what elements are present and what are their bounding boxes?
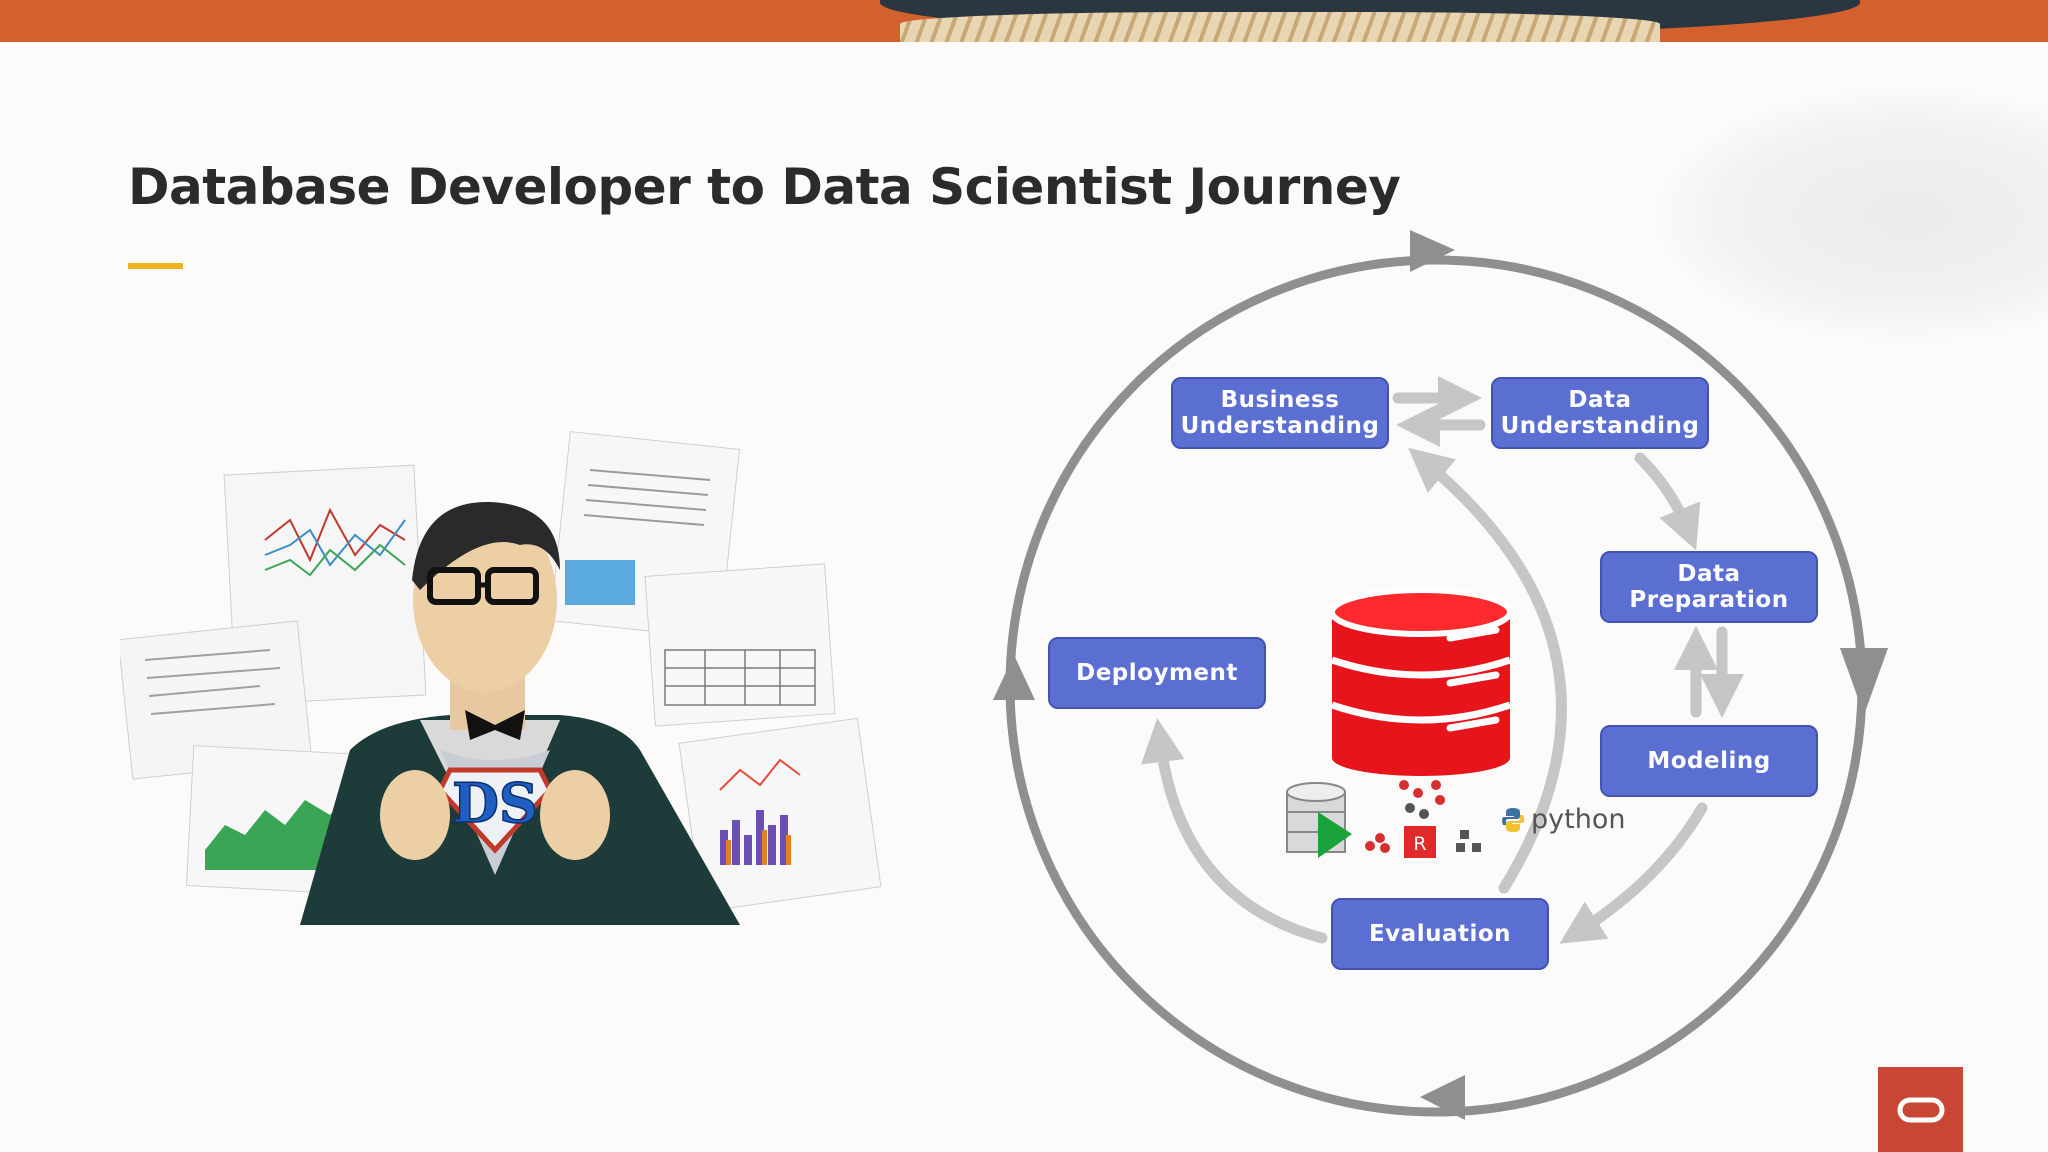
ring-arrow-left (993, 655, 1035, 700)
python-logo: python (1500, 804, 1625, 835)
step-modeling[interactable]: Modeling (1600, 725, 1818, 797)
flow-arrows (1140, 376, 1744, 944)
machine-learning-dots-icon (1365, 780, 1481, 853)
database-icon (1329, 587, 1513, 776)
sql-developer-icon (1286, 782, 1352, 858)
data-scientist-figure: DS (300, 501, 740, 925)
top-banner (0, 0, 2048, 42)
python-label: python (1531, 804, 1626, 835)
arrow-data-to-preparation (1634, 452, 1701, 551)
ring-arrow-right (1840, 648, 1888, 715)
paper-area-chart (185, 745, 365, 895)
oracle-logo-icon[interactable] (1878, 1067, 1963, 1152)
r-icon-letter: R (1413, 833, 1426, 855)
step-data-preparation[interactable]: Data Preparation (1600, 551, 1818, 623)
ring-arrow-bottom (1420, 1075, 1465, 1120)
step-business-understanding[interactable]: Business Understanding (1171, 377, 1389, 449)
background-texture (1648, 85, 2048, 345)
paper-bar-chart (678, 717, 882, 913)
oracle-ring-icon (1897, 1097, 1944, 1122)
step-deployment[interactable]: Deployment (1048, 637, 1266, 709)
paper-code-left (120, 620, 313, 780)
ring-arrow-top (1410, 230, 1455, 272)
r-icon: R (1404, 826, 1436, 858)
banner-texture-shape (900, 12, 1660, 42)
arrow-evaluation-to-business (1408, 447, 1567, 894)
arrow-modeling-to-evaluation (1559, 802, 1708, 944)
ring-arrowheads (993, 230, 1888, 1120)
ds-badge-letters: DS (452, 771, 538, 835)
data-scientist-illustration: DS (120, 431, 882, 925)
paper-table-right (644, 563, 836, 727)
python-icon (1502, 807, 1524, 832)
step-data-understanding[interactable]: Data Understanding (1491, 377, 1709, 449)
page-title: Database Developer to Data Scientist Jou… (128, 158, 1401, 216)
step-evaluation[interactable]: Evaluation (1331, 898, 1549, 970)
title-underline (128, 263, 183, 269)
arrow-evaluation-to-deployment (1140, 718, 1328, 944)
